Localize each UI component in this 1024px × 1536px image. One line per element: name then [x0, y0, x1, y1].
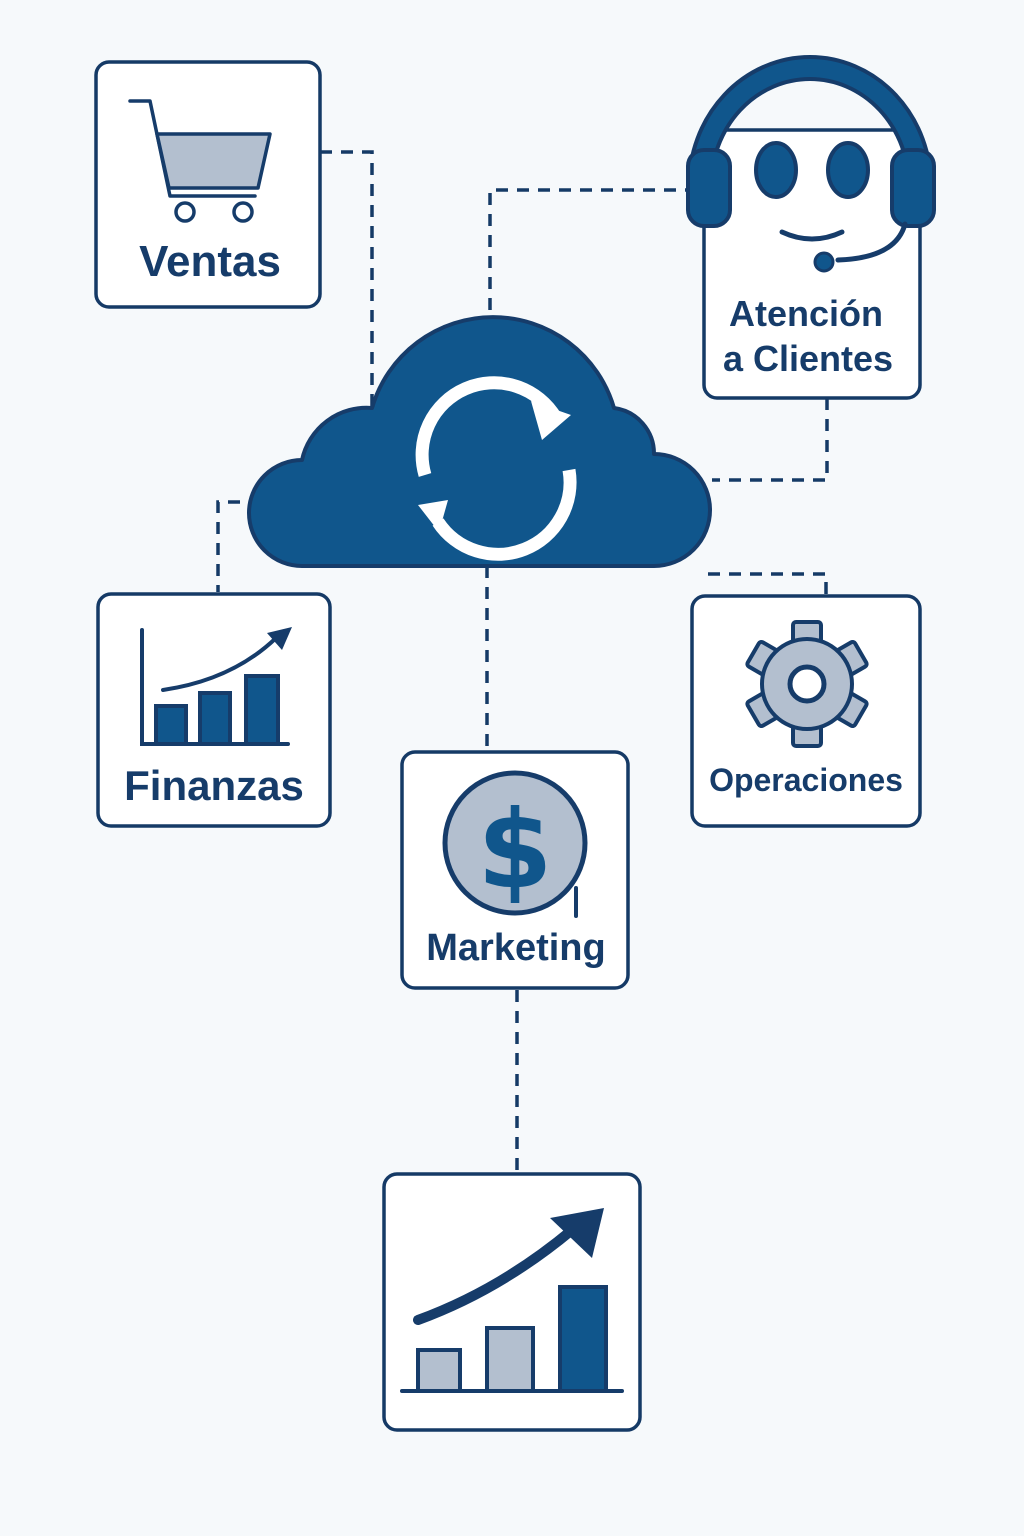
connector-atencion-cloud [712, 398, 829, 482]
connector-cloud-operaciones [708, 572, 828, 594]
atencion-label-line2: a Clientes [723, 338, 893, 379]
gear-icon [745, 620, 869, 748]
growth-chart-icon [140, 627, 292, 746]
cloud-icon [247, 315, 712, 568]
operaciones-label: Operaciones [709, 762, 903, 798]
dollar-glyph: $ [477, 788, 552, 913]
shopping-cart-icon [128, 99, 272, 223]
node-ventas[interactable]: Ventas [94, 60, 322, 309]
node-finanzas[interactable]: Finanzas [96, 592, 332, 828]
connector-ventas-cloud [320, 150, 374, 410]
connector-cloud-finanzas [216, 500, 240, 592]
node-growth-chart[interactable] [382, 1172, 642, 1432]
atencion-label-line1: Atención [729, 293, 883, 334]
marketing-label: Marketing [426, 927, 605, 969]
atencion-box [702, 128, 922, 400]
node-marketing[interactable]: $ Marketing [400, 750, 630, 990]
finanzas-label: Finanzas [124, 762, 304, 809]
ventas-label: Ventas [139, 237, 281, 286]
connectors [216, 150, 829, 1172]
sync-icon [415, 376, 577, 561]
node-atencion-clientes[interactable]: Atención a Clientes [686, 55, 936, 400]
headset-face-icon [686, 55, 936, 273]
node-operaciones[interactable]: Operaciones [690, 594, 922, 828]
connector-cloud-atencion [488, 188, 690, 310]
cloud-hub[interactable] [247, 315, 712, 568]
growth-chart-icon-bottom [400, 1208, 624, 1393]
dollar-coin-icon: $ [442, 770, 588, 918]
